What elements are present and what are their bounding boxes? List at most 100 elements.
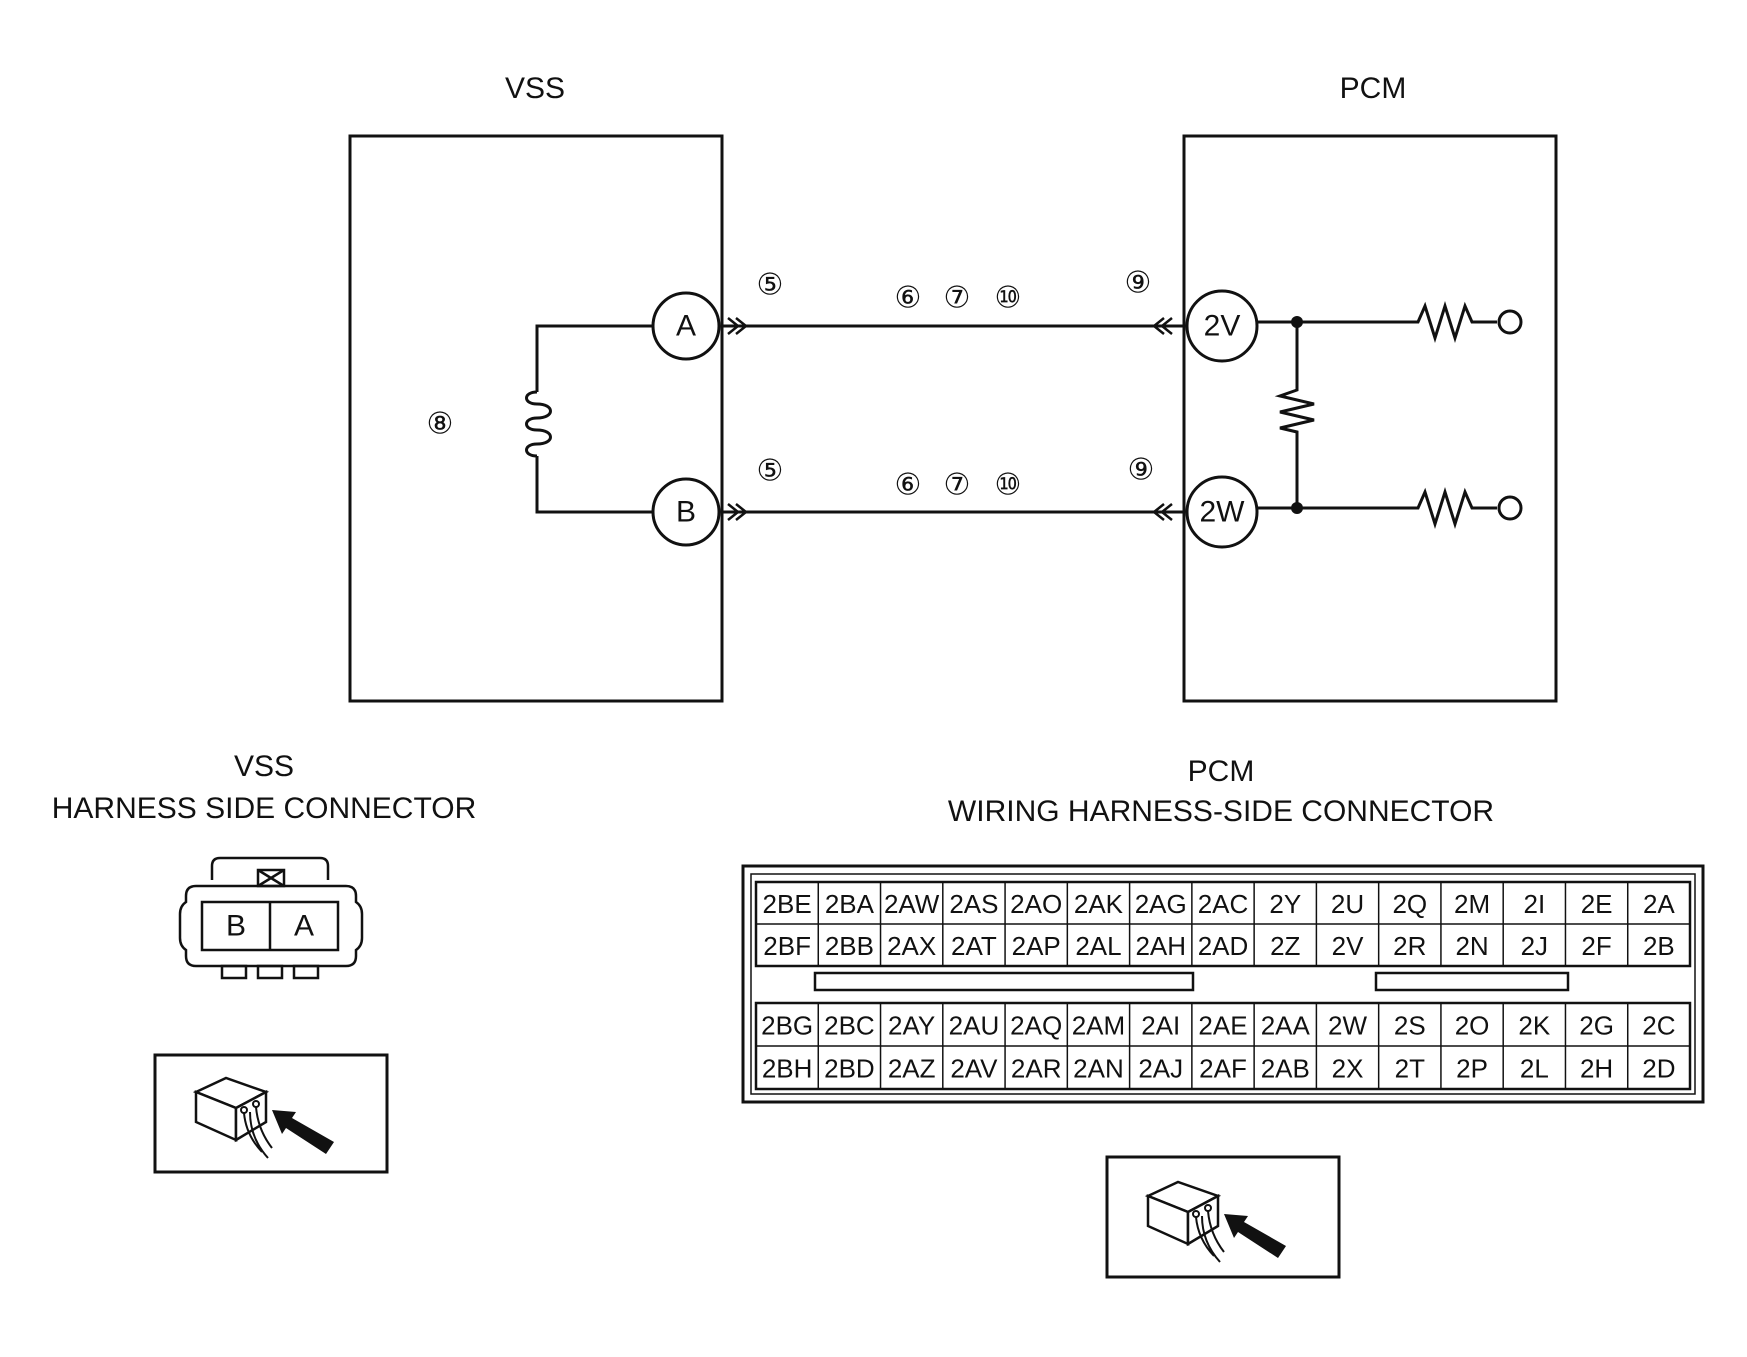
vss-pin-b [651,477,721,547]
pcm-pin-2i: 2I [1523,889,1545,919]
pcm-connector-title-1: PCM [1188,755,1255,788]
pcm-pin-2u: 2U [1331,889,1364,919]
pcm-pin-2p: 2P [1456,1054,1488,1084]
pcm-pin-2at: 2AT [951,931,997,961]
pcm-pin-2al: 2AL [1075,931,1121,961]
pcm-pin-2ak: 2AK [1074,889,1124,919]
ref-vss-side-b: ⑤ [757,455,784,488]
ref-mid-b-3: ⑩ [995,469,1022,502]
pcm-internal-circuit [1257,300,1497,530]
pcm-pin-2bb: 2BB [825,931,874,961]
vss-title: VSS [505,72,565,105]
pcm-pin-2am: 2AM [1072,1011,1125,1041]
vss-pin-b-label: B [676,496,696,529]
wires [722,324,1184,514]
pcm-pin-2ax: 2AX [887,931,936,961]
pcm-pin-2ba: 2BA [825,889,875,919]
pcm-pin-2w-label: 2W [1200,496,1246,529]
vss-connector-title-1: VSS [234,750,294,783]
pcm-pin-2ao: 2AO [1010,889,1062,919]
pcm-pin-2w [1185,475,1259,549]
pcm-connector-title-2: WIRING HARNESS-SIDE CONNECTOR [948,795,1494,828]
pcm-pin-2r: 2R [1393,931,1426,961]
ref-vss-side-a: ⑤ [757,269,784,302]
pcm-pin-2bg: 2BG [761,1011,813,1041]
pcm-pin-2j: 2J [1521,931,1548,961]
pcm-pin-2g: 2G [1579,1011,1614,1041]
connector-view-icon [153,1053,389,1174]
pcm-pin-2ae: 2AE [1198,1011,1247,1041]
pcm-pin-2a: 2A [1643,889,1675,919]
vss-pin-a [651,291,721,361]
terminal-bottom [1497,495,1523,521]
pcm-pin-2x: 2X [1332,1054,1364,1084]
vss-connector-face [178,856,364,980]
pcm-pin-2m: 2M [1454,889,1490,919]
vss-pin-a-label: A [676,310,696,343]
pcm-pin-2az: 2AZ [888,1054,936,1084]
ref-pcm-side-a: ⑨ [1125,267,1152,300]
pcm-pin-2af: 2AF [1199,1054,1247,1084]
pcm-pin-2f: 2F [1581,931,1611,961]
pcm-pin-2au: 2AU [949,1011,1000,1041]
pcm-pin-2av: 2AV [950,1054,998,1084]
pcm-pin-2y: 2Y [1269,889,1301,919]
junction-dot-bottom [1291,502,1303,514]
pcm-pin-2v-label: 2V [1204,310,1241,343]
pcm-pin-2an: 2AN [1073,1054,1124,1084]
pcm-pin-2bd: 2BD [824,1054,875,1084]
pcm-pin-2ap: 2AP [1012,931,1061,961]
pcm-pin-2d: 2D [1642,1054,1675,1084]
pcm-pin-2s: 2S [1394,1011,1426,1041]
vss-box [348,134,724,703]
pcm-pin-2v [1185,289,1259,363]
pcm-pin-2aj: 2AJ [1138,1054,1183,1084]
junction-dot-top [1291,316,1303,328]
pcm-pin-2ar: 2AR [1011,1054,1062,1084]
ref-pcm-side-b: ⑨ [1128,454,1155,487]
ref-mid-b-2: ⑦ [944,469,971,502]
pcm-pin-2be: 2BE [763,889,812,919]
ref-mid-b-1: ⑥ [895,469,922,502]
pcm-pin-2w: 2W [1328,1011,1367,1041]
pcm-pin-2aa: 2AA [1261,1011,1311,1041]
pcm-pin-2v: 2V [1332,931,1364,961]
pcm-title: PCM [1340,72,1407,105]
pcm-pin-2ah: 2AH [1135,931,1186,961]
pcm-pin-2ad: 2AD [1198,931,1249,961]
pcm-pin-2h: 2H [1580,1054,1613,1084]
pcm-pin-2b: 2B [1643,931,1675,961]
pcm-pin-2q: 2Q [1392,889,1427,919]
pcm-pin-2k: 2K [1518,1011,1550,1041]
ref-mid-a-2: ⑦ [944,282,971,315]
pcm-pin-2t: 2T [1395,1054,1425,1084]
vss-connector-pin-b: B [226,910,246,943]
pcm-pin-2aq: 2AQ [1010,1011,1062,1041]
pcm-pin-2n: 2N [1455,931,1488,961]
pcm-pin-2l: 2L [1520,1054,1549,1084]
pcm-pin-2ag: 2AG [1135,889,1187,919]
pcm-pin-2aw: 2AW [884,889,940,919]
coil-icon [525,324,654,514]
ref-mid-a-1: ⑥ [895,282,922,315]
pcm-box [1182,134,1558,703]
pcm-pin-2ac: 2AC [1198,889,1249,919]
pcm-pin-2bh: 2BH [762,1054,813,1084]
pcm-pin-2o: 2O [1455,1011,1490,1041]
pcm-pin-2ab: 2AB [1261,1054,1310,1084]
ref-coil: ⑧ [427,408,454,441]
pcm-pin-2e: 2E [1581,889,1613,919]
connector-chevrons [727,317,1173,521]
pcm-pin-2z: 2Z [1270,931,1300,961]
pcm-pin-2bf: 2BF [763,931,811,961]
vss-connector-pin-a: A [294,910,314,943]
pcm-pin-2ai: 2AI [1141,1011,1180,1041]
pcm-pin-2bc: 2BC [824,1011,875,1041]
ref-mid-a-3: ⑩ [995,282,1022,315]
pcm-pin-2ay: 2AY [888,1011,935,1041]
connector-view-icon [1105,1155,1341,1279]
pcm-pin-2c: 2C [1642,1011,1675,1041]
